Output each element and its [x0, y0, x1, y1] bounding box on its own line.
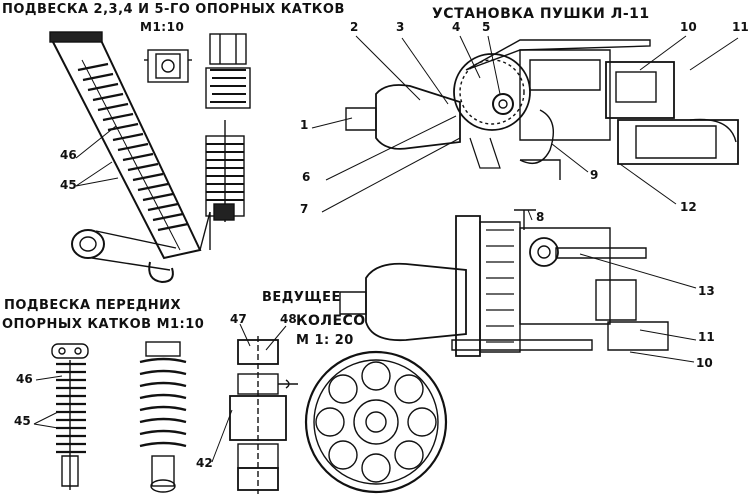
callout-8: 8 — [536, 210, 545, 224]
callout-7: 7 — [300, 202, 309, 216]
title-drive-wheel-line2: КОЛЕСО — [296, 313, 366, 329]
title-front-suspension-line1: ПОДВЕСКА ПЕРЕДНИХ — [4, 298, 182, 313]
callout-9: 9 — [590, 168, 599, 182]
title-gun-mount: УСТАНОВКА ПУШКИ Л-11 — [432, 6, 650, 22]
drive-wheel-section — [229, 336, 298, 494]
callout-12: 12 — [680, 200, 697, 214]
callout-2: 2 — [350, 20, 359, 34]
callout-6: 6 — [302, 170, 311, 184]
callout-48: 48 — [280, 312, 297, 326]
callout-3: 3 — [396, 20, 405, 34]
gun-mount-top-view — [345, 39, 739, 180]
callout-11-lower: 11 — [698, 330, 715, 344]
callout-11: 11 — [732, 20, 749, 34]
callout-47: 47 — [230, 312, 247, 326]
rear-suspension-diagonal-spring — [49, 31, 211, 284]
callout-5: 5 — [482, 20, 491, 34]
callout-10: 10 — [680, 20, 697, 34]
rear-suspension-bracket-detail — [144, 49, 192, 83]
callout-46-rear: 46 — [60, 148, 77, 162]
title-drive-wheel-line1: ВЕДУЩЕЕ — [262, 290, 341, 305]
rear-suspension-spring-section — [205, 120, 245, 222]
front-suspension-spring-assembly — [51, 343, 89, 490]
scale-drive-wheel: М 1: 20 — [296, 333, 354, 348]
rear-suspension-spring-side — [205, 33, 251, 109]
callout-46-front: 46 — [16, 372, 33, 386]
callout-45-rear: 45 — [60, 178, 77, 192]
callout-13: 13 — [698, 284, 715, 298]
title-front-suspension-line2: ОПОРНЫХ КАТКОВ М1:10 — [2, 317, 205, 332]
drive-wheel-face — [304, 350, 448, 494]
callout-1: 1 — [300, 118, 309, 132]
callout-42: 42 — [196, 456, 213, 470]
callout-45-front: 45 — [14, 414, 31, 428]
callout-4: 4 — [452, 20, 461, 34]
gun-mount-side-view — [339, 209, 669, 357]
callout-leader-lines — [33, 35, 739, 463]
title-rear-suspension: ПОДВЕСКА 2,3,4 И 5-ГО ОПОРНЫХ КАТКОВ — [2, 2, 345, 17]
front-suspension-spring-side — [139, 341, 187, 493]
scale-rear-suspension: М1:10 — [140, 20, 185, 34]
callout-10-lower: 10 — [696, 356, 713, 370]
